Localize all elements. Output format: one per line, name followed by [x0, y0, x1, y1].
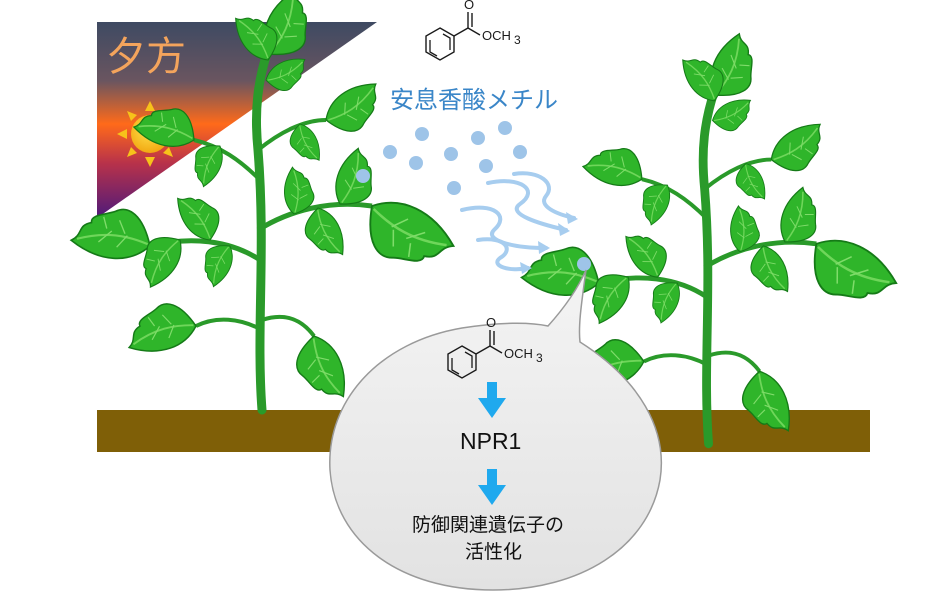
- methyl-benzoate-structure-bubble: O OCH 3: [447, 315, 543, 379]
- particle: [447, 181, 461, 195]
- drift-arrowheads: [520, 212, 578, 274]
- outcome-label-line1: 防御関連遺伝子の: [412, 514, 564, 536]
- drift-arrow: [476, 237, 530, 272]
- svg-text:OCH: OCH: [504, 346, 533, 361]
- volatile-particles: [356, 121, 591, 271]
- particle: [471, 131, 485, 145]
- particle: [356, 169, 370, 183]
- outcome-label-line2: 活性化: [465, 541, 522, 563]
- drift-arrow: [486, 179, 568, 232]
- particle: [479, 159, 493, 173]
- particle: [383, 145, 397, 159]
- speech-bubble: [329, 269, 662, 591]
- svg-text:OCH: OCH: [482, 28, 511, 43]
- drift-arrow: [512, 171, 576, 220]
- svg-text:O: O: [464, 0, 474, 12]
- evening-sky-triangle: [97, 22, 377, 218]
- down-arrow-icon: [478, 469, 506, 505]
- particle: [577, 257, 591, 271]
- drift-arrow: [460, 205, 548, 250]
- particle: [498, 121, 512, 135]
- particle: [409, 156, 423, 170]
- compound-name: 安息香酸メチル: [390, 86, 558, 114]
- down-arrow-icon: [478, 382, 506, 418]
- evening-label: 夕方: [106, 34, 186, 80]
- svg-text:3: 3: [536, 351, 543, 365]
- svg-text:3: 3: [514, 33, 521, 47]
- svg-text:O: O: [486, 315, 496, 330]
- methyl-benzoate-structure-top: O OCH 3: [425, 0, 521, 61]
- receptor-label: NPR1: [460, 428, 521, 454]
- particle: [415, 127, 429, 141]
- drift-arrows: [460, 171, 576, 272]
- particle: [444, 147, 458, 161]
- particle: [513, 145, 527, 159]
